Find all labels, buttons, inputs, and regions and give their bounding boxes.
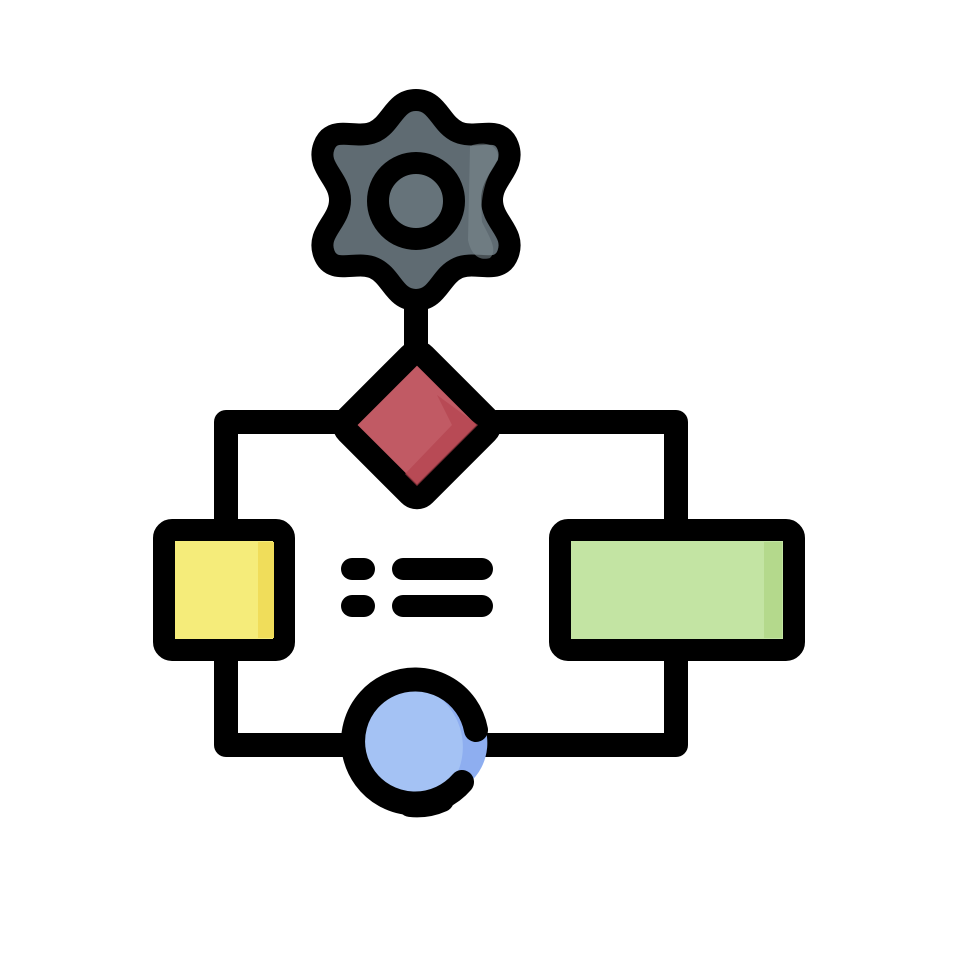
terminal-circle	[341, 667, 488, 818]
process-square	[153, 519, 295, 661]
square-body	[153, 519, 295, 661]
circle-outline-gap	[398, 788, 454, 818]
list-lines	[341, 558, 493, 617]
gear-hub	[367, 152, 465, 250]
gear-shade	[468, 143, 499, 259]
diamond-body	[332, 340, 502, 510]
rectangle-body	[549, 519, 805, 661]
gear-icon	[311, 89, 521, 311]
square-shade	[258, 542, 274, 638]
rectangle-shade	[764, 542, 782, 638]
circle-body	[356, 683, 476, 803]
diamond-shade	[405, 395, 478, 486]
decision-diamond	[332, 340, 502, 510]
process-rectangle	[549, 519, 805, 661]
